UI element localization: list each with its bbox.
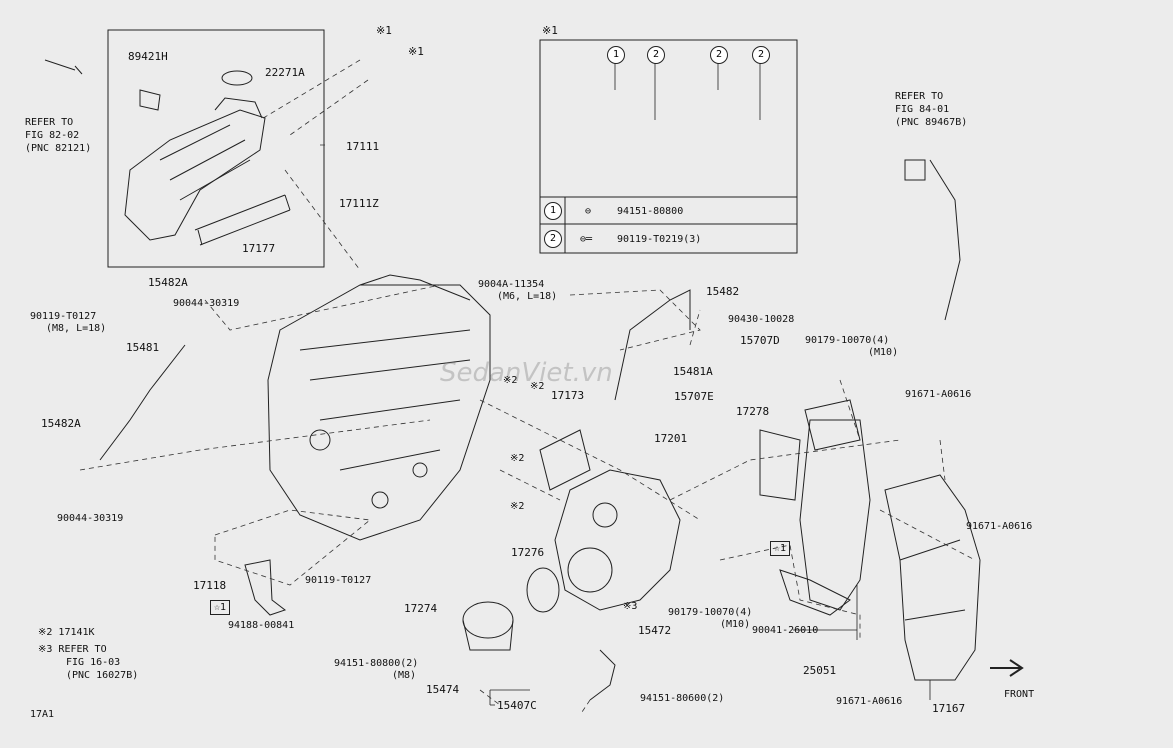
- pipe-15481: [99, 344, 186, 461]
- pipe-15482: [614, 289, 691, 401]
- label-90119-spec: (M8, L=18): [46, 323, 107, 334]
- label-94151-80600[interactable]: 94151-80600(2): [640, 693, 725, 704]
- engine-block-drawing: [267, 274, 491, 541]
- ref82-line2[interactable]: FIG 82-02: [25, 130, 80, 141]
- label-22271A[interactable]: 22271A: [265, 66, 305, 79]
- inset-callout-1: 1: [607, 46, 625, 64]
- label-17111[interactable]: 17111: [346, 140, 380, 153]
- star2-marker-c: ※2: [510, 453, 525, 464]
- label-90179-bottom[interactable]: 90179-10070(4): [668, 607, 753, 618]
- label-94188-00841[interactable]: 94188-00841: [228, 620, 295, 631]
- inset-row-2-num: 2: [544, 230, 562, 248]
- turbo-drawing: [462, 429, 681, 651]
- label-15482A-top[interactable]: 15482A: [148, 276, 188, 289]
- heat-shield-drawing: [884, 474, 981, 681]
- inset-row-2-part: 90119-T0219(3): [617, 234, 702, 245]
- ref84-line1: REFER TO: [895, 91, 944, 102]
- label-17173[interactable]: 17173: [551, 389, 585, 402]
- inset-box: [539, 39, 798, 254]
- label-15481[interactable]: 15481: [126, 341, 160, 354]
- inset-row-1-num: 1: [544, 202, 562, 220]
- note-star3-line2[interactable]: FIG 16-03: [66, 657, 121, 668]
- label-90041-26010[interactable]: 90041-26010: [752, 625, 819, 636]
- label-94151-80800[interactable]: 94151-80800(2): [334, 658, 419, 669]
- watermark: SedanViet.vn: [440, 358, 613, 388]
- star1-box-a: ☆1: [210, 600, 231, 615]
- label-91671-A0616-b[interactable]: 91671-A0616: [966, 521, 1033, 532]
- star2-marker-d: ※2: [510, 501, 525, 512]
- ref82-line3: (PNC 82121): [25, 143, 92, 154]
- label-91671-A0616-c[interactable]: 91671-A0616: [836, 696, 903, 707]
- label-17167[interactable]: 17167: [932, 702, 966, 715]
- star2-marker-a: ※2: [503, 375, 518, 386]
- note-star3-line1: ※3 REFER TO: [38, 644, 107, 655]
- front-arrow: [990, 659, 1024, 677]
- label-94151-spec: (M8): [392, 670, 417, 681]
- label-17276[interactable]: 17276: [511, 546, 545, 559]
- ref82-line1: REFER TO: [25, 117, 74, 128]
- inset-bolt-icon-1: ⊖: [585, 206, 592, 217]
- star2-marker-b: ※2: [530, 381, 545, 392]
- intake-manifold-drawing: [44, 59, 291, 246]
- inset-callout-2c: 2: [752, 46, 770, 64]
- ref84-line2[interactable]: FIG 84-01: [895, 104, 950, 115]
- label-90430-10028[interactable]: 90430-10028: [728, 314, 795, 325]
- diagram-code: 17A1: [30, 709, 55, 720]
- label-90044-30319-bottom[interactable]: 90044-30319: [57, 513, 124, 524]
- pipe-15474: [589, 649, 616, 701]
- label-15472[interactable]: 15472: [638, 624, 672, 637]
- inset-bolt-icon-2: ⊖═: [580, 234, 593, 245]
- bracket-17118: [244, 559, 287, 616]
- label-89421H[interactable]: 89421H: [128, 50, 168, 63]
- label-90179-top[interactable]: 90179-10070(4): [805, 335, 890, 346]
- inset-marker: ※1: [542, 24, 558, 37]
- front-label: FRONT: [1004, 689, 1035, 700]
- label-15707D[interactable]: 15707D: [740, 334, 780, 347]
- ref84-line3: (PNC 89467B): [895, 117, 968, 128]
- label-90044-30319-top[interactable]: 90044-30319: [173, 298, 240, 309]
- label-25051[interactable]: 25051: [803, 664, 837, 677]
- label-15481A[interactable]: 15481A: [673, 365, 713, 378]
- note-star3-line3: (PNC 16027B): [66, 670, 139, 681]
- star3-marker: ※3: [623, 601, 638, 612]
- catalyst-drawing: [759, 399, 871, 616]
- label-15707E[interactable]: 15707E: [674, 390, 714, 403]
- label-17274[interactable]: 17274: [404, 602, 438, 615]
- label-90119-T0127-bottom[interactable]: 90119-T0127: [305, 575, 372, 586]
- label-17278[interactable]: 17278: [736, 405, 770, 418]
- label-91671-A0616-a[interactable]: 91671-A0616: [905, 389, 972, 400]
- label-17118[interactable]: 17118: [193, 579, 227, 592]
- label-17111Z[interactable]: 17111Z: [339, 197, 379, 210]
- label-9004A-spec: (M6, L=18): [497, 291, 558, 302]
- inset-row-1-part: 94151-80800: [617, 206, 684, 217]
- manifold-group-box: [107, 29, 325, 268]
- label-15482A-left[interactable]: 15482A: [41, 417, 81, 430]
- label-15474[interactable]: 15474: [426, 683, 460, 696]
- label-15407C[interactable]: 15407C: [497, 699, 537, 712]
- label-90179-top-spec: (M10): [868, 347, 899, 358]
- label-17201[interactable]: 17201: [654, 432, 688, 445]
- star1-box-b: ☆1: [770, 541, 791, 556]
- label-90179-bottom-spec: (M10): [720, 619, 751, 630]
- note-star2: ※2 17141K: [38, 627, 95, 638]
- label-9004A-11354[interactable]: 9004A-11354: [478, 279, 545, 290]
- inset-callout-2b: 2: [710, 46, 728, 64]
- sensor-wire: [929, 159, 961, 321]
- star1-marker-b: ※1: [408, 45, 424, 58]
- label-15482[interactable]: 15482: [706, 285, 740, 298]
- star1-marker-a: ※1: [376, 24, 392, 37]
- label-17177[interactable]: 17177: [242, 242, 276, 255]
- inset-callout-2a: 2: [647, 46, 665, 64]
- label-90119-T0127-left[interactable]: 90119-T0127: [30, 311, 97, 322]
